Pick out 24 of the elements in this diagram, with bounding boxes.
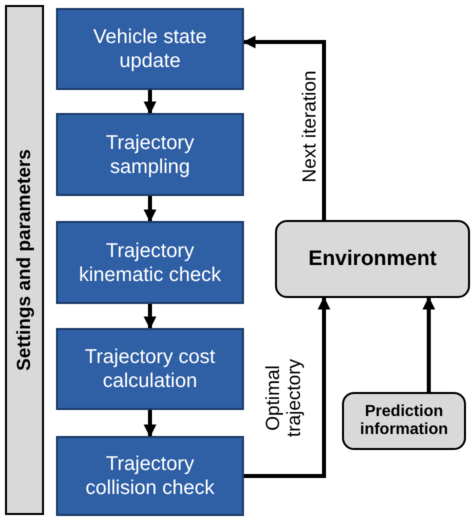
rounded-box xyxy=(342,392,466,450)
node-label: Trajectory sampling xyxy=(104,130,196,178)
process-box xyxy=(56,436,244,516)
arrow xyxy=(144,90,156,114)
node-label: Settings and parameters xyxy=(13,149,36,371)
process-box xyxy=(56,8,244,90)
sidebar-panel xyxy=(5,5,44,515)
arrow xyxy=(242,36,326,220)
arrow xyxy=(144,196,156,222)
edge-label: Optimal trajectory xyxy=(263,358,305,438)
node-label: Vehicle state update xyxy=(92,25,208,73)
process-box xyxy=(56,328,244,410)
rounded-box xyxy=(275,220,470,298)
process-box xyxy=(56,113,244,196)
node-label: Trajectory cost calculation xyxy=(84,345,216,393)
arrow xyxy=(144,304,156,330)
arrow xyxy=(422,296,436,392)
node-label: Trajectory kinematic check xyxy=(78,238,222,286)
node-label: Prediction information xyxy=(359,403,449,439)
arrow xyxy=(144,410,156,438)
node-label: Trajectory collision check xyxy=(84,452,216,500)
process-box xyxy=(56,221,244,304)
node-label: Environment xyxy=(308,247,437,271)
arrow xyxy=(244,296,330,478)
